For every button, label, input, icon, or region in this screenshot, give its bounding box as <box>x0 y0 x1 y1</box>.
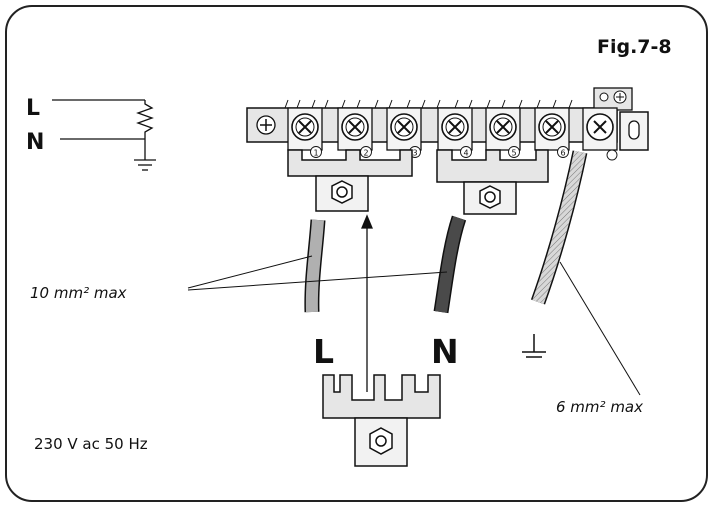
cable-neutral-label: N <box>431 332 459 371</box>
terminal-number: 2 <box>363 149 368 158</box>
load-coil-icon <box>136 100 154 139</box>
earth-bracket <box>593 87 633 111</box>
legend-neutral-label: N <box>26 130 45 155</box>
phase-section-label: 10 mm² max <box>30 284 127 302</box>
insert-arrow <box>361 214 373 392</box>
terminal-2: 2 <box>337 107 373 158</box>
leader-lines <box>187 255 641 396</box>
bridge-left <box>287 149 413 212</box>
figure-label: Fig.7-8 <box>597 36 672 58</box>
earth-section-label: 6 mm² max <box>556 398 643 416</box>
supply-voltage-label: 230 V ac 50 Hz <box>34 435 148 453</box>
terminal-number: 3 <box>412 149 417 158</box>
terminal-screws: 1 2 3 4 5 6 <box>287 107 618 161</box>
cable-line-label: L <box>313 332 335 371</box>
terminal-1: 1 <box>287 107 323 158</box>
terminal-number: 4 <box>463 149 468 158</box>
terminal-4: 4 <box>437 107 473 158</box>
neutral-cable <box>435 216 465 313</box>
ground-symbol-icon <box>522 334 546 358</box>
terminal-number: 5 <box>511 149 516 158</box>
supply-symbol <box>52 99 156 171</box>
legend-line-label: L <box>26 96 41 121</box>
top-ridge <box>284 99 573 109</box>
terminal-5: 5 <box>485 107 521 158</box>
bridge-right <box>436 149 549 215</box>
loose-bridge <box>322 374 441 467</box>
figure-frame <box>5 5 708 502</box>
terminal-3: 3 <box>386 107 422 158</box>
terminal-number: 1 <box>313 149 318 158</box>
line-cable <box>305 219 324 313</box>
terminal-6: 6 <box>534 107 570 158</box>
terminal-earth <box>582 107 618 161</box>
earth-marker-icon <box>606 149 618 161</box>
ground-symbol-icon <box>134 159 156 171</box>
terminal-number: 6 <box>560 149 565 158</box>
